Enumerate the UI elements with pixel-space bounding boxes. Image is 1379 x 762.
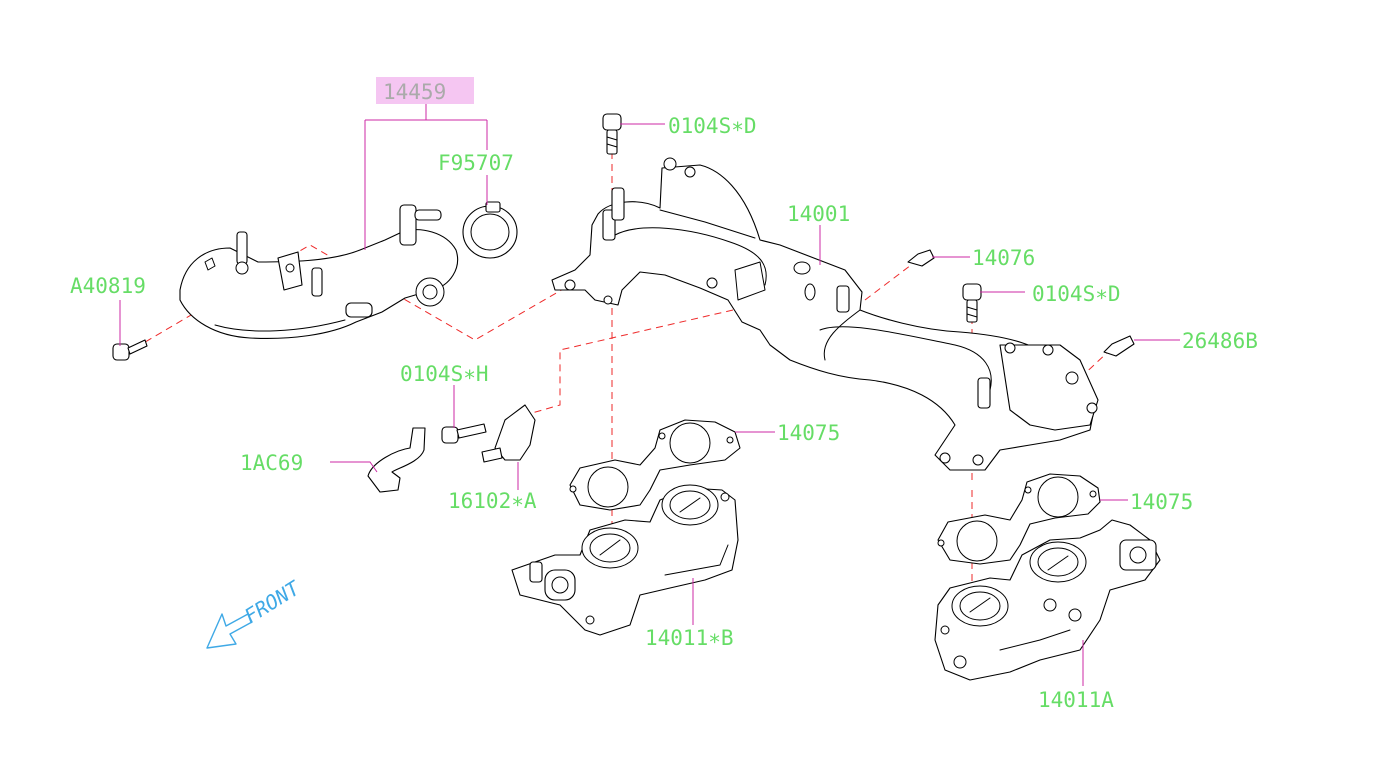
arrow-front-icon: [206, 613, 253, 649]
label-26486b[interactable]: 26486B: [1182, 329, 1258, 353]
part-26486b-stud[interactable]: [1103, 335, 1135, 357]
front-indicator: FRONT: [206, 575, 305, 649]
part-0104s-d-bolt-right[interactable]: [962, 283, 982, 323]
label-1ac69[interactable]: 1AC69: [240, 451, 303, 475]
part-a40819-screw[interactable]: [112, 339, 148, 361]
part-0104s-h-bolt[interactable]: [441, 423, 487, 444]
front-label: FRONT: [240, 575, 305, 628]
leader-lines: [119, 104, 1180, 686]
part-14076-plug[interactable]: [907, 249, 935, 267]
label-0104s-h[interactable]: 0104S∗H: [400, 362, 489, 386]
part-f95707-clamp[interactable]: [462, 201, 518, 259]
label-a40819[interactable]: A40819: [70, 274, 146, 298]
label-14011a[interactable]: 14011A: [1038, 688, 1114, 712]
label-0104s-d-top[interactable]: 0104S∗D: [668, 114, 757, 138]
label-f95707[interactable]: F95707: [438, 151, 514, 175]
part-14075-gasket-left[interactable]: [569, 419, 741, 511]
part-1ac69-hose[interactable]: [367, 427, 426, 493]
part-14011-b-throttle-body[interactable]: [511, 484, 739, 636]
part-16102-a-sensor[interactable]: [481, 404, 536, 463]
part-labels: 14459 F95707 0104S∗D 14001 14076 0104S∗D…: [70, 80, 1258, 712]
part-14001-intake-manifold[interactable]: [551, 157, 1099, 471]
label-14076[interactable]: 14076: [972, 246, 1035, 270]
label-0104s-d-right[interactable]: 0104S∗D: [1032, 282, 1121, 306]
label-14075-left[interactable]: 14075: [777, 421, 840, 445]
part-0104s-d-bolt-top[interactable]: [602, 113, 622, 155]
part-14011a-throttle-body[interactable]: [934, 519, 1161, 681]
label-14459-highlight: [376, 77, 474, 104]
label-16102-a[interactable]: 16102∗A: [448, 489, 537, 513]
label-14011-b[interactable]: 14011∗B: [645, 626, 734, 650]
part-14075-gasket-right[interactable]: [937, 473, 1101, 565]
part-14459-intake-piece[interactable]: [179, 204, 458, 339]
label-14075-right[interactable]: 14075: [1130, 490, 1193, 514]
label-14459[interactable]: 14459: [383, 80, 446, 104]
label-14001[interactable]: 14001: [787, 202, 850, 226]
